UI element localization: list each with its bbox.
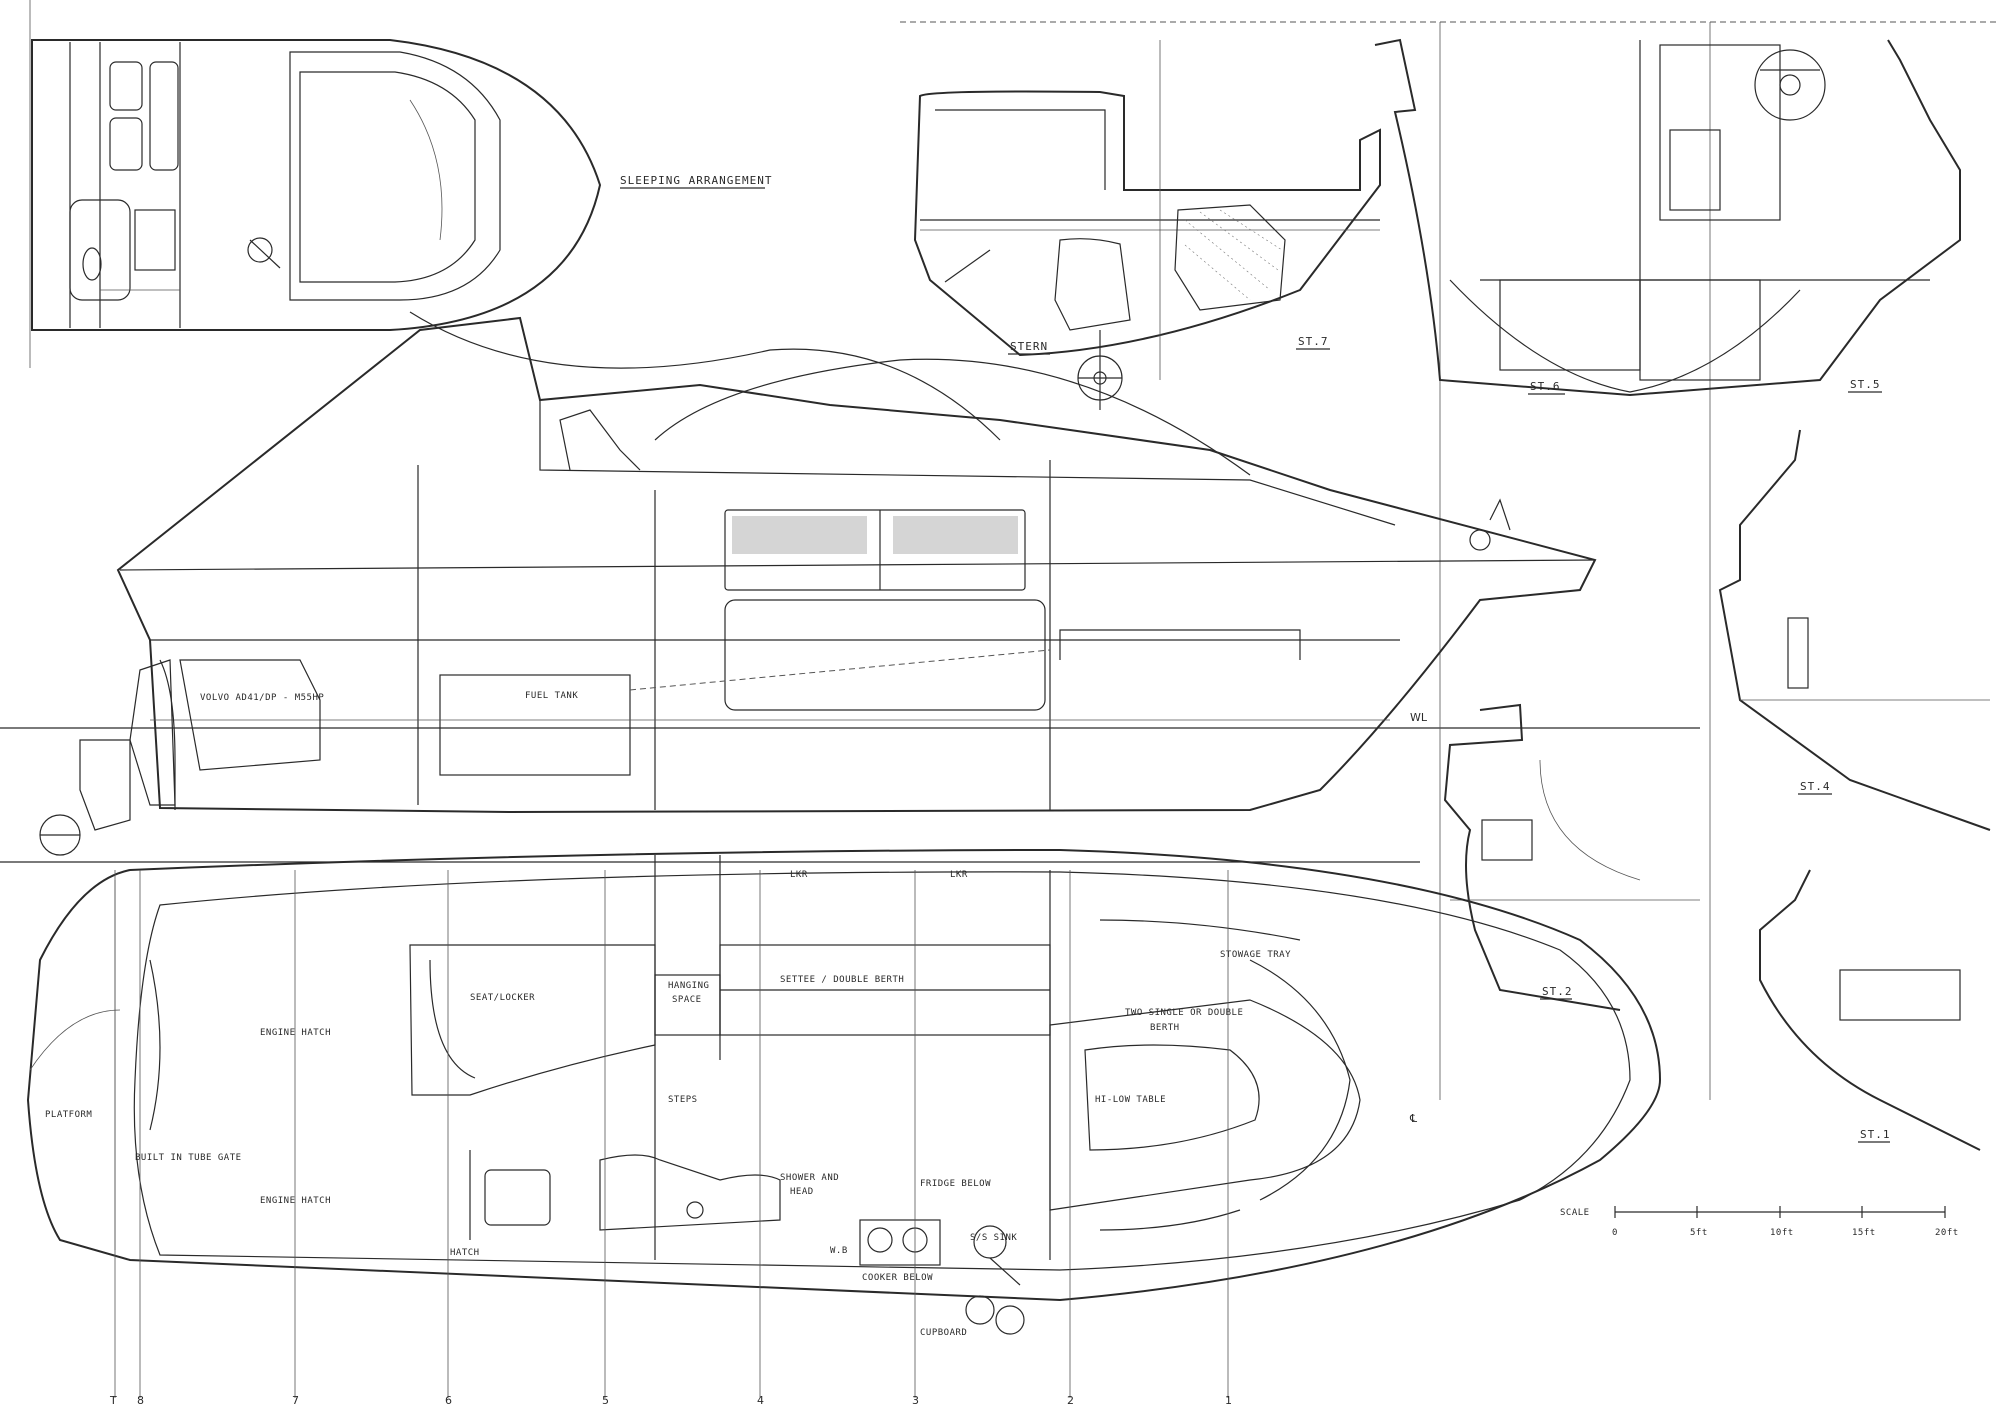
st6-label: ST.6 — [1530, 380, 1561, 393]
hi-low-table-label: HI-LOW TABLE — [1095, 1095, 1166, 1105]
cupboard-label: CUPBOARD — [920, 1328, 967, 1338]
frame-lines — [0, 0, 2000, 1100]
stern-label: STERN — [1010, 340, 1048, 353]
waterline-label: WL — [1410, 711, 1428, 724]
fridge-label: FRIDGE BELOW — [920, 1179, 991, 1189]
sleeping-arrangement-plan: SLEEPING ARRANGEMENT — [31, 39, 772, 331]
st2-label: ST.2 — [1542, 985, 1573, 998]
plan-view: LKR LKR SEAT/LOCKER HANGING SPACE SETTEE… — [26, 848, 1662, 1338]
section-st6-st5: ST.6 ST.5 — [1374, 38, 1961, 397]
profile-elevation: VOLVO AD41/DP - M55HP FUEL TANK WL — [39, 311, 1597, 856]
hanging-label-1: HANGING — [668, 981, 709, 991]
locker-label-2: LKR — [950, 870, 968, 880]
stowage-tray-label: STOWAGE TRAY — [1220, 950, 1291, 960]
scale-title: SCALE — [1560, 1208, 1590, 1218]
fuel-tank-label: FUEL TANK — [525, 691, 578, 701]
station-label: T — [109, 1394, 117, 1407]
shower-label-1: SHOWER AND — [780, 1173, 839, 1183]
st5-label: ST.5 — [1850, 378, 1881, 391]
section-st2: ST.2 — [1443, 703, 1700, 1011]
station-markers: T 8 7 6 5 4 3 2 1 — [109, 870, 1232, 1407]
section-st4: ST.4 — [1718, 429, 1991, 831]
st4-label: ST.4 — [1800, 780, 1831, 793]
station-label: 4 — [757, 1394, 764, 1407]
platform-label: PLATFORM — [45, 1110, 92, 1120]
locker-label-1: LKR — [790, 870, 808, 880]
station-label: 8 — [137, 1394, 144, 1407]
engine-hatch-label-2: ENGINE HATCH — [260, 1196, 331, 1206]
hatch-label: HATCH — [450, 1248, 480, 1258]
scale-tick: 0 — [1612, 1228, 1618, 1238]
scale-tick: 10ft — [1770, 1228, 1794, 1238]
cooker-label: COOKER BELOW — [862, 1273, 933, 1283]
engine-hatch-label-1: ENGINE HATCH — [260, 1028, 331, 1038]
steps-label: STEPS — [668, 1095, 698, 1105]
station-label: 1 — [1225, 1394, 1232, 1407]
built-in-tube-gate-label: BUILT IN TUBE GATE — [135, 1153, 242, 1163]
wb-label: W.B — [830, 1246, 848, 1256]
engine-label: VOLVO AD41/DP - M55HP — [200, 693, 324, 703]
shower-label-2: HEAD — [790, 1187, 814, 1197]
station-label: 6 — [445, 1394, 452, 1407]
settee-label: SETTEE / DOUBLE BERTH — [780, 975, 904, 985]
st7-label: ST.7 — [1298, 335, 1329, 348]
berth-label-2: BERTH — [1150, 1023, 1180, 1033]
station-label: 7 — [292, 1394, 299, 1407]
station-label: 2 — [1067, 1394, 1074, 1407]
hanging-label-2: SPACE — [672, 995, 702, 1005]
scale-tick: 20ft — [1935, 1228, 1959, 1238]
seat-locker-label: SEAT/LOCKER — [470, 993, 535, 1003]
section-st1: ST.1 — [1759, 869, 1981, 1151]
centreline-symbol: ℄ — [1409, 1112, 1417, 1125]
berth-label-1: TWO SINGLE OR DOUBLE — [1125, 1008, 1243, 1018]
scale-tick: 5ft — [1690, 1228, 1708, 1238]
scale-tick: 15ft — [1852, 1228, 1876, 1238]
scale-bar: SCALE 0 5ft 10ft 15ft 20ft — [1560, 1206, 1959, 1238]
station-label: 3 — [912, 1394, 919, 1407]
st1-label: ST.1 — [1860, 1128, 1891, 1141]
stern-section-view: STERN ST.7 — [913, 40, 1381, 410]
sink-label: S/S SINK — [970, 1233, 1017, 1243]
station-label: 5 — [602, 1394, 609, 1407]
sleeping-arrangement-label: SLEEPING ARRANGEMENT — [620, 174, 772, 187]
